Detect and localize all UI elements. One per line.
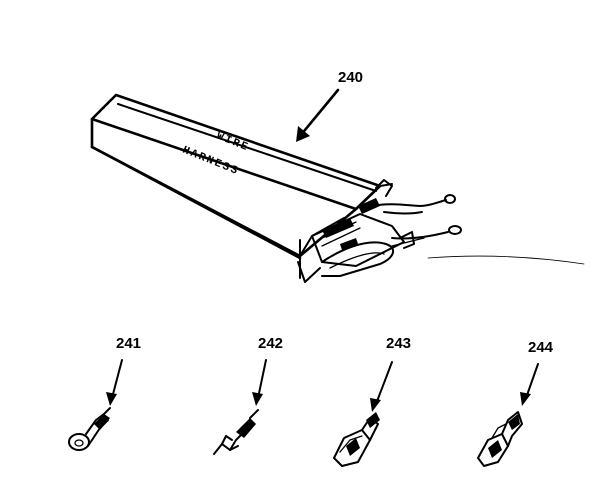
ref-label-241: 241 xyxy=(116,335,141,352)
arrow-241 xyxy=(106,359,123,406)
ring-terminal-icon xyxy=(68,407,111,451)
wire-harness-box: WIRE HARNESS xyxy=(90,93,585,283)
arrow-242 xyxy=(252,359,267,406)
ref-label-243: 243 xyxy=(386,335,411,352)
arrow-240 xyxy=(296,88,340,142)
flag-terminal-icon xyxy=(477,411,523,467)
arrow-244 xyxy=(520,363,539,406)
spade-terminal-icon xyxy=(213,409,259,455)
ref-label-244: 244 xyxy=(528,339,554,356)
ref-label-242: 242 xyxy=(258,335,283,352)
ref-label-240: 240 xyxy=(338,69,363,86)
quick-connect-icon xyxy=(333,412,380,467)
arrow-243 xyxy=(370,361,393,412)
box-label-line2: HARNESS xyxy=(181,145,241,179)
